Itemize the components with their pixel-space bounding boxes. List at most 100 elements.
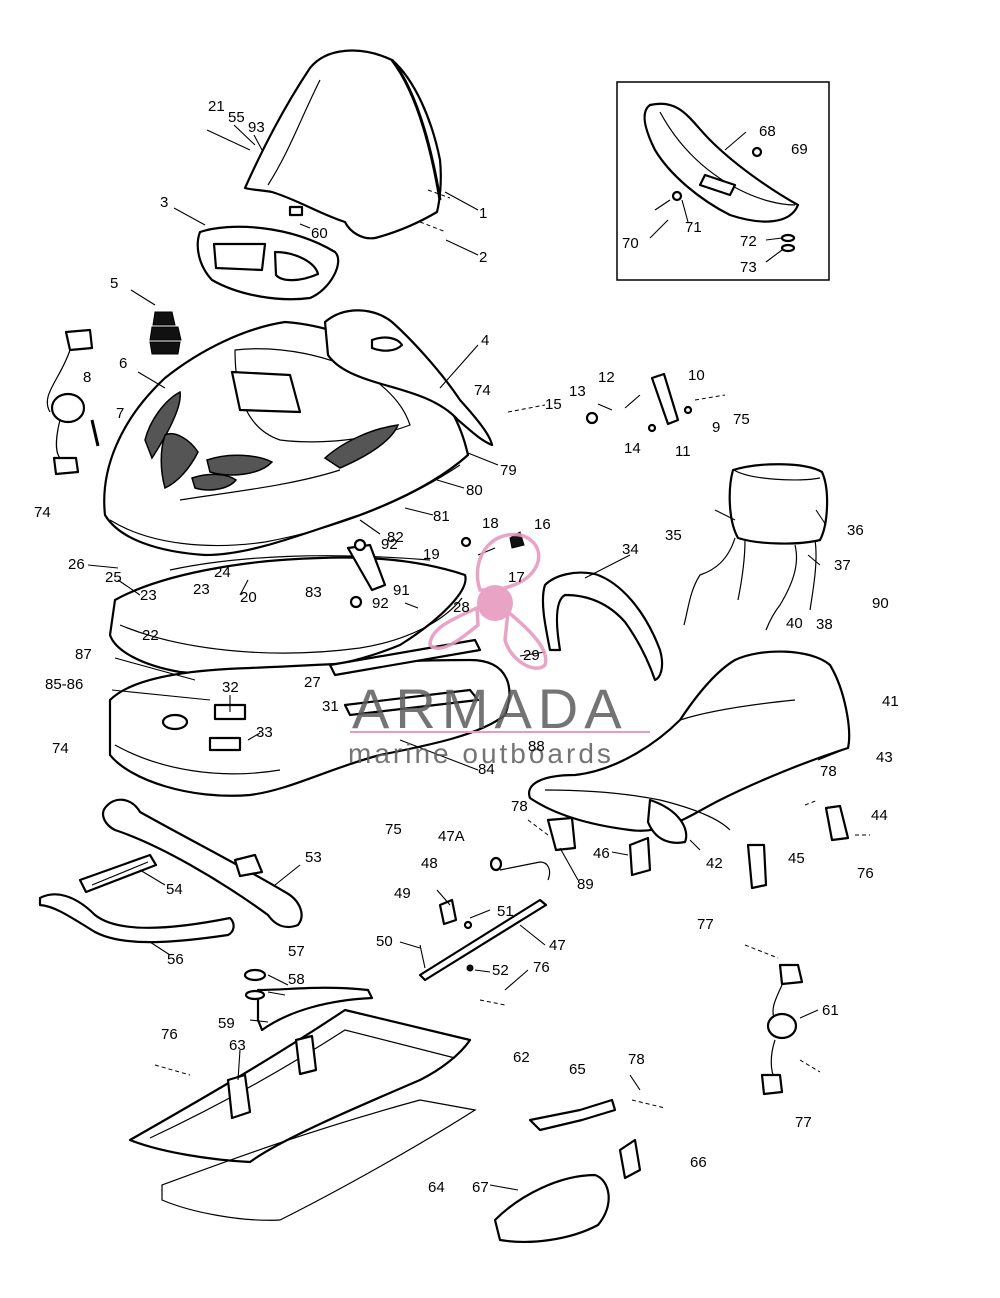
side-panel bbox=[323, 309, 494, 447]
part-label: 47A bbox=[438, 828, 465, 845]
part-label: 4 bbox=[481, 332, 490, 349]
part-label: 10 bbox=[688, 367, 705, 384]
part-label: 11 bbox=[675, 443, 691, 460]
part-label: 81 bbox=[433, 508, 450, 525]
part-label: 38 bbox=[816, 616, 833, 633]
console-panel bbox=[196, 225, 340, 301]
part-label: 37 bbox=[834, 557, 851, 574]
part-label: 7 bbox=[116, 405, 125, 422]
accessory-parts bbox=[493, 1098, 666, 1243]
part-label: 63 bbox=[229, 1037, 246, 1054]
part-label: 72 bbox=[740, 233, 757, 250]
part-label: 91 bbox=[393, 582, 410, 599]
part-label: 41 bbox=[882, 693, 899, 710]
part-label: 29 bbox=[523, 647, 540, 664]
part-label: 45 bbox=[788, 850, 805, 867]
leader-lines bbox=[87, 131, 844, 1191]
part-label: 53 bbox=[305, 849, 322, 866]
part-label: 54 bbox=[166, 881, 183, 898]
part-label: 79 bbox=[500, 462, 517, 479]
part-label: 40 bbox=[786, 615, 803, 632]
part-label: 28 bbox=[453, 599, 470, 616]
part-label: 66 bbox=[690, 1154, 707, 1171]
part-label: 22 bbox=[142, 627, 159, 644]
watermark-brand: ARMADA bbox=[352, 677, 628, 740]
part-label: 65 bbox=[569, 1061, 586, 1078]
part-label: 77 bbox=[697, 916, 714, 933]
part-label: 76 bbox=[857, 865, 874, 882]
part-label: 16 bbox=[534, 516, 551, 533]
part-label: 44 bbox=[871, 807, 888, 824]
bracket-hardware bbox=[507, 372, 726, 433]
part-label: 14 bbox=[624, 440, 641, 457]
part-label: 77 bbox=[795, 1114, 812, 1131]
part-label: 24 bbox=[214, 564, 231, 581]
part-label: 90 bbox=[872, 595, 889, 612]
part-label: 74 bbox=[52, 740, 69, 757]
part-label: 78 bbox=[820, 763, 837, 780]
part-label: 78 bbox=[511, 798, 528, 815]
part-label: 87 bbox=[75, 646, 92, 663]
part-label: 50 bbox=[376, 933, 393, 950]
part-label: 78 bbox=[628, 1051, 645, 1068]
part-label: 57 bbox=[288, 943, 305, 960]
seat-brackets bbox=[527, 799, 870, 890]
part-label: 3 bbox=[160, 194, 169, 211]
part-label: 68 bbox=[759, 123, 776, 140]
seat bbox=[527, 650, 851, 844]
part-label: 93 bbox=[248, 119, 265, 136]
part-label: 89 bbox=[577, 876, 594, 893]
windshield bbox=[243, 49, 442, 240]
part-label: 26 bbox=[68, 556, 85, 573]
part-label: 48 bbox=[421, 855, 438, 872]
part-label: 17 bbox=[508, 569, 525, 586]
part-label: 23 bbox=[193, 581, 210, 598]
part-label: 58 bbox=[288, 971, 305, 988]
part-label: 56 bbox=[167, 951, 184, 968]
release-rod bbox=[418, 856, 551, 1006]
part-label: 33 bbox=[256, 724, 273, 741]
watermark-tagline: marine outboards bbox=[348, 738, 614, 769]
part-label: 6 bbox=[119, 355, 128, 372]
part-label: 8 bbox=[83, 369, 92, 386]
part-label: 21 bbox=[208, 98, 225, 115]
part-label: 73 bbox=[740, 259, 757, 276]
part-label: 55 bbox=[228, 109, 245, 126]
part-label: 74 bbox=[474, 382, 491, 399]
part-label: 43 bbox=[876, 749, 893, 766]
part-label: 13 bbox=[569, 383, 586, 400]
part-label: 23 bbox=[140, 587, 157, 604]
part-label: 62 bbox=[513, 1049, 530, 1066]
rear-grab-handle bbox=[38, 893, 235, 944]
part-label: 59 bbox=[218, 1015, 235, 1032]
part-label: 61 bbox=[822, 1002, 839, 1019]
part-label: 83 bbox=[305, 584, 322, 601]
part-label: 12 bbox=[598, 369, 615, 386]
backrest bbox=[683, 463, 829, 631]
part-label: 5 bbox=[110, 275, 119, 292]
part-label: 25 bbox=[105, 569, 122, 586]
part-label: 47 bbox=[549, 937, 566, 954]
part-label: 85-86 bbox=[45, 676, 84, 693]
part-label: 20 bbox=[240, 589, 257, 606]
part-label: 76 bbox=[161, 1026, 178, 1043]
part-label: 32 bbox=[222, 679, 239, 696]
part-label: 92 bbox=[381, 536, 398, 553]
part-label: 46 bbox=[593, 845, 610, 862]
part-label: 35 bbox=[665, 527, 682, 544]
part-label: 84 bbox=[478, 761, 495, 778]
grille-bumper bbox=[149, 311, 182, 355]
storage-tray bbox=[128, 968, 477, 1221]
part-label: 80 bbox=[466, 482, 483, 499]
part-label: 34 bbox=[622, 541, 639, 558]
part-label: 92 bbox=[372, 595, 389, 612]
part-label: 19 bbox=[423, 546, 440, 563]
part-label: 88 bbox=[528, 738, 545, 755]
part-label: 74 bbox=[34, 504, 51, 521]
part-label: 64 bbox=[428, 1179, 445, 1196]
part-label: 60 bbox=[311, 225, 328, 242]
part-label: 75 bbox=[385, 821, 402, 838]
windshield-fasteners bbox=[206, 124, 451, 233]
